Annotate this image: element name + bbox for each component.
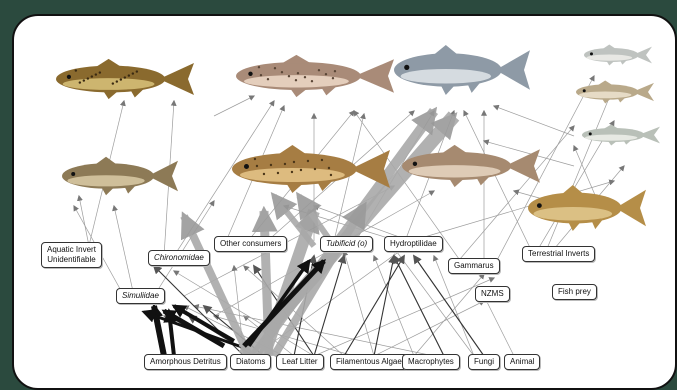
rainbow-trout-icon xyxy=(236,55,394,97)
node-diatoms-label: Diatoms xyxy=(236,357,265,366)
node-filamentous-algae-label: Filamentous Algae xyxy=(336,357,402,366)
whitefish-icon xyxy=(394,45,530,95)
node-simuliidae-label: Simuliidae xyxy=(122,291,159,300)
node-tubificid-label: Tubificid (o) xyxy=(326,239,367,248)
node-other-consumers-label: Other consumers xyxy=(220,239,281,248)
node-amorphous-detritus: Amorphous Detritus xyxy=(144,354,227,370)
node-hydroptilidae: Hydroptilidae xyxy=(384,236,443,252)
node-animal: Animal xyxy=(504,354,540,370)
node-tubificid: Tubificid (o) xyxy=(320,236,373,252)
node-macrophytes-label: Macrophytes xyxy=(408,357,454,366)
node-aquatic-invert: Aquatic Invert Unidentifiable xyxy=(41,242,102,268)
node-nzms: NZMS xyxy=(475,286,510,302)
minnow-3-icon xyxy=(582,124,660,145)
node-aquatic-line-2: Unidentifiable xyxy=(47,255,96,265)
node-gammarus: Gammarus xyxy=(448,258,500,274)
major-flow-link xyxy=(264,211,269,356)
node-diatoms: Diatoms xyxy=(230,354,271,370)
node-chironomidae: Chironomidae xyxy=(148,250,210,266)
minnow-2-icon xyxy=(576,80,654,103)
cutthroat-trout-icon xyxy=(232,145,390,193)
minnow-1-icon xyxy=(584,44,652,65)
node-animal-label: Animal xyxy=(510,357,534,366)
node-leaf-litter: Leaf Litter xyxy=(276,354,324,370)
node-fish-prey: Fish prey xyxy=(552,284,597,300)
node-terrestrial-inverts-label: Terrestrial Inverts xyxy=(528,249,589,258)
node-nzms-label: NZMS xyxy=(481,289,504,298)
thin-link xyxy=(494,106,574,136)
thin-link xyxy=(79,196,89,246)
node-simuliidae: Simuliidae xyxy=(116,288,165,304)
thin-link xyxy=(414,274,484,356)
node-gammarus-label: Gammarus xyxy=(454,261,494,270)
thin-link xyxy=(314,278,494,356)
node-hydroptilidae-label: Hydroptilidae xyxy=(390,239,437,248)
node-fungi: Fungi xyxy=(468,354,500,370)
node-chironomidae-label: Chironomidae xyxy=(154,253,204,262)
node-macrophytes: Macrophytes xyxy=(402,354,460,370)
food-web-diagram: Aquatic Invert Unidentifiable Chironomid… xyxy=(12,14,677,390)
thin-link xyxy=(544,86,614,256)
carp-icon xyxy=(528,185,646,231)
node-aquatic-line-1: Aquatic Invert xyxy=(47,245,96,255)
node-terrestrial-inverts: Terrestrial Inverts xyxy=(522,246,595,262)
brown-trout-icon xyxy=(56,59,194,99)
node-other-consumers: Other consumers xyxy=(214,236,287,252)
node-amorphous-detritus-label: Amorphous Detritus xyxy=(150,357,221,366)
node-fungi-label: Fungi xyxy=(474,357,494,366)
strong-link xyxy=(154,306,164,356)
thin-link xyxy=(154,201,214,296)
strong-link xyxy=(249,261,309,346)
node-leaf-litter-label: Leaf Litter xyxy=(282,357,318,366)
thin-link xyxy=(464,111,534,256)
thin-link xyxy=(374,256,414,356)
chub-icon xyxy=(62,157,178,195)
thin-link xyxy=(214,96,254,116)
thin-link xyxy=(114,206,134,296)
mid-link xyxy=(394,256,444,356)
food-web-links xyxy=(14,16,675,388)
node-fish-prey-label: Fish prey xyxy=(558,287,591,296)
mid-link xyxy=(344,256,404,356)
node-filamentous-algae: Filamentous Algae xyxy=(330,354,408,370)
mid-link xyxy=(374,256,394,356)
thin-link xyxy=(484,296,514,356)
